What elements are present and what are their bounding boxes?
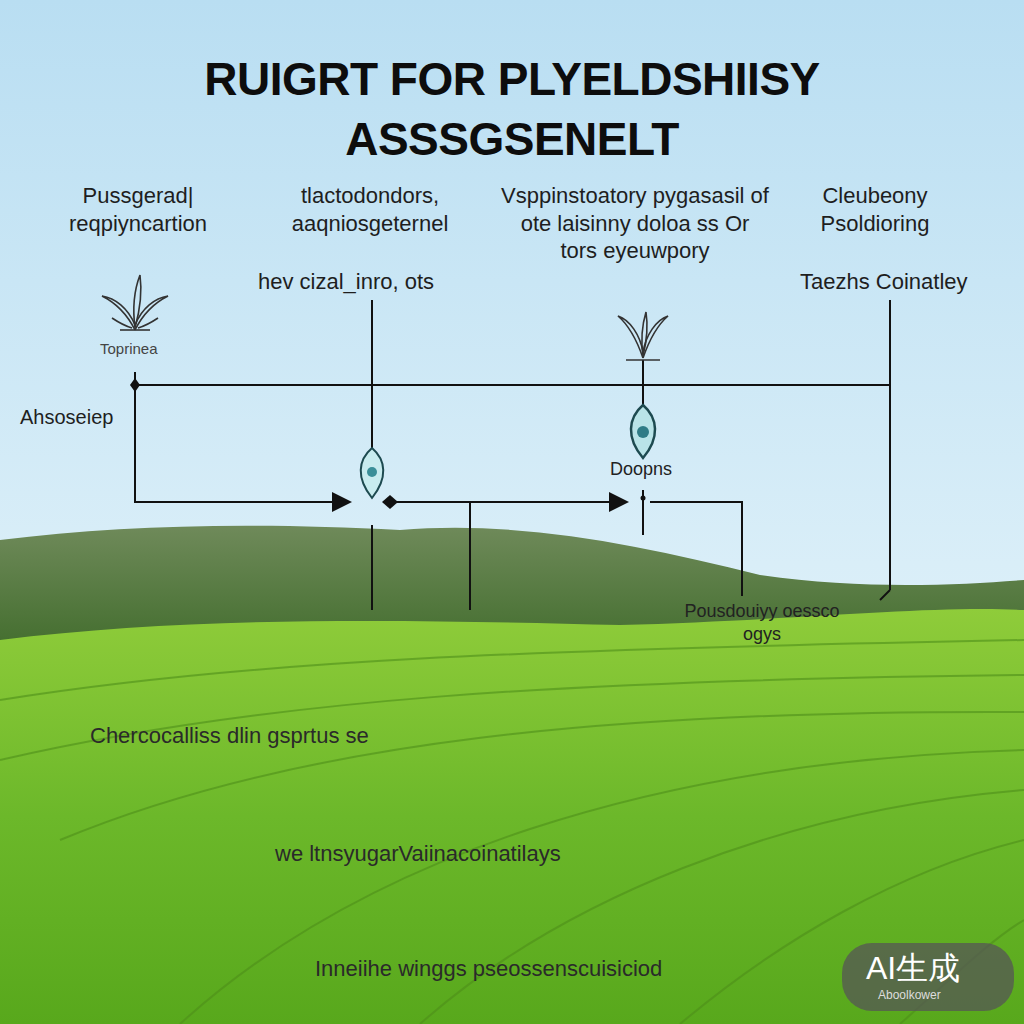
diagram-title: RUIGRT FOR PLYELDSHIISY ASSSGSENELT (72, 50, 952, 170)
field-label: Inneiihe winggs pseossenscuisiciod (315, 955, 662, 983)
field-rows (0, 640, 1024, 1024)
column-label: tlactodondors, aaqniosgeternel (250, 182, 490, 237)
field (0, 609, 1024, 1024)
flow-lines (135, 300, 890, 610)
field-label: Chercocalliss dlin gsprtus se (90, 722, 369, 750)
side-label: Ahsoseiep (20, 405, 113, 430)
watermark: AI生成 (866, 948, 960, 988)
junction-dot (641, 496, 646, 501)
watermark: Aboolkower (878, 988, 941, 1003)
column-label: Pussgerad| reqpiyncartion (38, 182, 238, 237)
plant-icon (102, 275, 168, 330)
column-label: hev cizal_inro, ots (258, 268, 434, 296)
pin-marker (361, 448, 384, 498)
pin-label: Doopns (610, 458, 672, 481)
plant-icon (618, 312, 668, 360)
column-label: Taezhs Coinatley (800, 268, 968, 296)
icon-label: Toprinea (100, 340, 158, 359)
junction-dot (382, 495, 398, 509)
junction-dot (130, 378, 140, 392)
pin-marker (631, 405, 655, 458)
branch-label: Pousdouiyy oessco ogys (672, 600, 852, 645)
field-label: we ltnsyugarVaiinacoinatilays (275, 840, 561, 868)
watermark-badge (842, 943, 1014, 1011)
column-label: Cleubeony Psoldioring (785, 182, 965, 237)
column-label: Vsppinstoatory pygasasil of ote laisinny… (500, 182, 770, 265)
